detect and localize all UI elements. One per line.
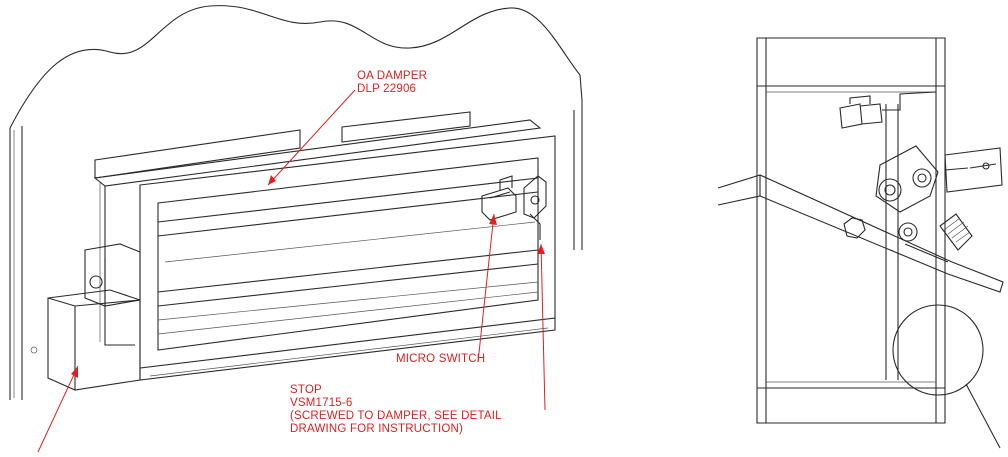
label-stop-line1: STOP xyxy=(290,384,322,396)
label-micro-switch: MICRO SWITCH xyxy=(396,353,486,365)
micro-switch xyxy=(481,187,517,221)
linkage-gear-2 xyxy=(912,168,932,188)
bottom-rail xyxy=(139,318,556,381)
label-oa-damper-line1: OA DAMPER xyxy=(357,70,428,82)
stop-bracket xyxy=(523,175,547,219)
leader-stop xyxy=(540,243,546,411)
damper-frame-inner xyxy=(157,157,539,351)
label-stop-line3: (SCREWED TO DAMPER, SEE DETAIL xyxy=(290,410,502,422)
wall-left-edge xyxy=(9,126,23,400)
detail-leader xyxy=(965,383,1001,449)
section-spring xyxy=(939,213,973,251)
damper-frame-outer xyxy=(139,135,556,369)
leader-actuator xyxy=(37,365,79,453)
label-oa-damper-line2: DLP 22906 xyxy=(357,83,417,95)
section-top-block xyxy=(839,103,863,129)
section-view xyxy=(717,37,1004,449)
leader-micro-switch xyxy=(477,213,495,363)
actuator-body xyxy=(47,289,141,391)
leader-oa-damper xyxy=(267,89,356,186)
damper-blade-upper xyxy=(157,177,539,237)
linkage-gear-3 xyxy=(898,222,918,242)
label-oa-damper: OA DAMPER DLP 22906 xyxy=(357,70,427,96)
detail-circle xyxy=(892,304,984,396)
isometric-view xyxy=(9,5,583,453)
section-micro-switch xyxy=(944,147,1003,193)
wall-right-edge xyxy=(573,100,583,250)
section-blade xyxy=(717,174,1004,293)
leader-oa-damper-arrow xyxy=(268,175,276,185)
wall-breakline xyxy=(9,5,583,129)
top-plate-left xyxy=(94,129,301,179)
section-bolt xyxy=(843,217,866,239)
duct-frame xyxy=(93,119,542,187)
label-stop-line4: DRAWING FOR INSTRUCTION) xyxy=(290,423,464,435)
section-frame xyxy=(756,37,946,424)
label-stop: STOP VSM1715-6 (SCREWED TO DAMPER, SEE D… xyxy=(290,384,502,436)
linkage-gear-1 xyxy=(878,178,902,202)
damper-blade-lower xyxy=(157,249,539,307)
top-plate-right xyxy=(341,111,471,143)
label-stop-line2: VSM1715-6 xyxy=(290,397,353,409)
